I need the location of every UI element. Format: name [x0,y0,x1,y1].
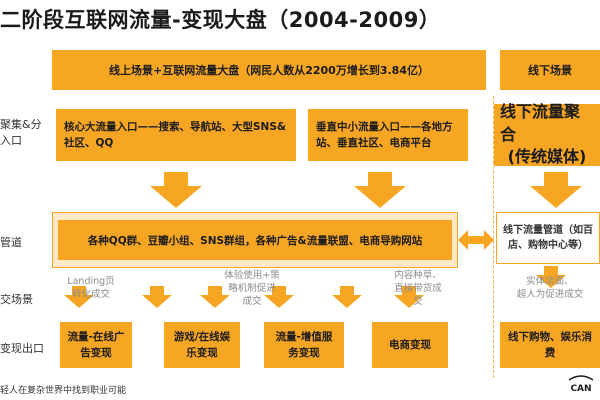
row-label-scene: 交场景 [0,293,33,306]
scene-experience: 体验使用+策 略机制促进 成交 [202,270,302,308]
offline-entry-line-1: 线下流量聚合 [500,102,581,144]
output-games-line-2: 乐变现 [186,347,218,359]
offline-pipeline-line-1: 线下流量管道（如百 [503,225,593,236]
output-offline-line-1: 线下购物、娱乐消 [508,330,592,343]
entry-core-text: 核心大流量入口——搜索、导航站、大型SNS&社区、QQ [64,120,287,149]
offline-pipeline: 线下流量管道（如百 店、购物中心等） [496,212,600,264]
offline-entry-box: 线下流量聚合 (传统媒体) [494,102,600,167]
online-header: 线上场景+互联网流量大盘（网民人数从2200万增长到3.84亿） [52,50,486,90]
scene-content-line-1: 内容种草、 [394,270,442,281]
output-vas: 流量-增值服 务变现 [264,322,344,368]
output-games-line-1: 游戏/在线娱 [173,330,231,343]
row-label-entry-line-2: 入口 [0,134,22,147]
scene-landing-line-2: 转化成交 [71,288,110,300]
scene-offline-line-2: 超人为促进成交 [516,288,584,300]
down-arrow-icon [354,172,406,208]
small-down-arrow-icon [142,286,172,308]
small-down-arrow-icon [332,286,362,308]
entry-vertical-box: 垂直中小流量入口——各地方站、垂直社区、电商平台 [308,109,468,161]
scene-experience-line-2: 略机制促进 [228,282,276,294]
offline-header: 线下场景 [500,50,600,90]
scene-offline-line-1: 实体店面、 [526,276,574,287]
scene-offline: 实体店面、 超人为促进成交 [500,276,600,302]
small-down-arrow-icon [536,266,566,288]
entry-core-box: 核心大流量入口——搜索、导航站、大型SNS&社区、QQ [56,109,296,161]
row-label-monetize: 变现出口 [0,342,44,355]
scene-content-line-2: 直接带货成 [394,282,442,294]
output-ads-line-2: 告变现 [80,347,112,359]
scene-experience-line-1: 体验使用+策 [224,270,280,281]
column-separator [493,96,494,378]
down-arrow-icon [530,172,582,208]
row-label-entry: 聚集&分 入口 [0,117,42,149]
offline-entry-line-2: (传统媒体) [507,147,587,167]
scene-landing-line-1: Landing页 [67,276,115,287]
scene-content: 内容种草、 直接带货成 交 [372,270,464,308]
small-down-arrow-icon [64,286,94,308]
output-vas-line-2: 务变现 [288,347,320,359]
output-ecommerce: 电商变现 [372,322,448,368]
can-logo-icon: CAN [568,375,594,394]
row-label-entry-line-1: 聚集&分 [0,118,42,131]
footer-caption: 轻人在复杂世界中找到职业可能 [0,386,127,396]
scene-content-line-3: 交 [413,295,423,307]
page-title: 二阶段互联网流量-变现大盘（2004-2009） [0,8,441,32]
output-vas-line-1: 流量-增值服 [275,330,333,343]
output-ads: 流量-在线广 告变现 [60,322,132,368]
scene-experience-line-3: 成交 [242,295,262,307]
output-games: 游戏/在线娱 乐变现 [164,322,240,368]
output-offline: 线下购物、娱乐消 费 [500,322,600,368]
small-down-arrow-icon [394,286,424,308]
small-down-arrow-icon [264,286,294,308]
small-down-arrow-icon [200,286,230,308]
double-arrow-icon [458,230,494,250]
logo-text: CAN [570,384,591,394]
output-ecommerce-line-1: 电商变现 [389,338,431,351]
output-offline-line-2: 费 [544,347,556,359]
online-pipeline: 各种QQ群、豆瓣小组、SNS群组，各种广告&流量联盟、电商导购网站 [58,220,452,260]
down-arrow-icon [150,172,202,208]
entry-vertical-text: 垂直中小流量入口——各地方站、垂直社区、电商平台 [316,120,453,149]
output-ads-line-1: 流量-在线广 [67,330,125,343]
scene-landing: Landing页 转化成交 [54,276,128,302]
offline-pipeline-line-2: 店、购物中心等） [508,240,588,251]
row-label-pipeline: 管道 [0,236,22,249]
